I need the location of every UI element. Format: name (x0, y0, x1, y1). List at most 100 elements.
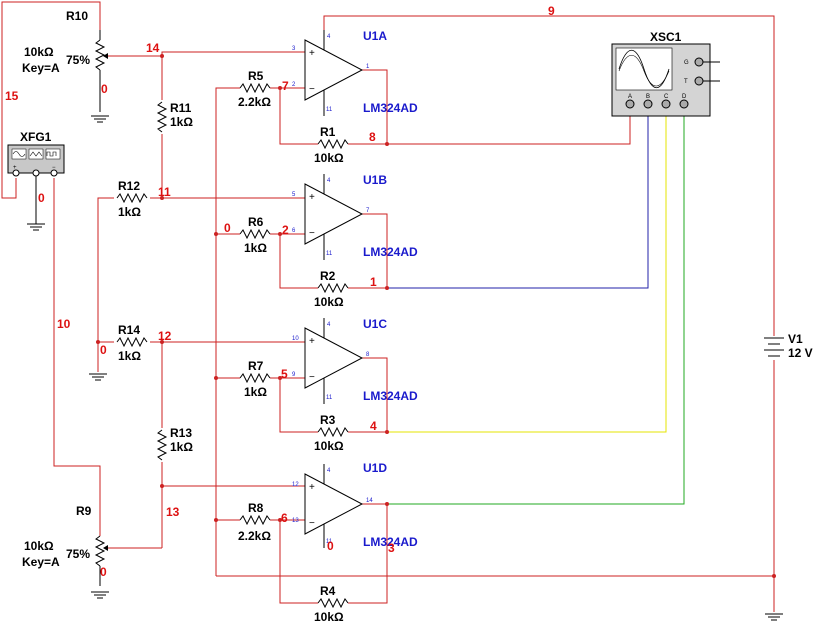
r11-name: R11 (170, 101, 192, 115)
potentiometer-r10[interactable]: R10 10kΩ Key=A 75% (22, 9, 108, 112)
u1a-name: U1A (363, 29, 387, 43)
opamp-u1c[interactable]: + − 10 9 8 4 11 U1C LM324AD (292, 317, 418, 404)
u1c-name: U1C (363, 317, 387, 331)
u1b-name: U1B (363, 173, 387, 187)
resistor-r1[interactable]: R1 10kΩ (314, 125, 349, 165)
net-label-0-u1d: 0 (327, 539, 334, 553)
xsc1-channel-c: C (664, 94, 669, 100)
u1a-pin-vee: 11 (326, 107, 333, 113)
resistor-r3[interactable]: R3 10kΩ (314, 413, 349, 453)
wires (1, 1, 775, 612)
wire-scope-b (387, 104, 649, 289)
net-label-6: 6 (281, 511, 288, 525)
r8-value: 2.2kΩ (238, 529, 271, 543)
battery-v1[interactable]: V1 12 V (764, 332, 813, 360)
opamp-u1a[interactable]: + − 3 2 1 4 11 U1A LM324AD (292, 29, 418, 116)
net-label-2: 2 (282, 223, 289, 237)
r9-percent: 75% (66, 547, 90, 561)
net-label-5: 5 (281, 367, 288, 381)
resistor-r13[interactable]: R13 1kΩ (157, 426, 193, 461)
wire-r12-r14-link (97, 197, 114, 343)
resistor-r12[interactable]: R12 1kΩ (116, 179, 148, 219)
resistor-r8[interactable]: R8 2.2kΩ (238, 501, 271, 543)
r1-value: 10kΩ (314, 151, 344, 165)
u1c-plus: + (309, 336, 315, 347)
net-label-13: 13 (166, 505, 180, 519)
r10-value: 10kΩ (24, 45, 54, 59)
u1d-name: U1D (363, 461, 387, 475)
net-label-0-r10: 0 (101, 82, 108, 96)
net-label-1: 1 (370, 275, 377, 289)
xsc1-channel-a: A (628, 94, 632, 100)
resistor-r14[interactable]: R14 1kΩ (116, 323, 148, 363)
net-label-0-bus: 0 (224, 221, 231, 235)
r4-value: 10kΩ (314, 610, 344, 624)
u1a-plus: + (309, 48, 315, 59)
r3-value: 10kΩ (314, 439, 344, 453)
xsc1-trigger-terminal: T (684, 79, 688, 85)
resistor-r2[interactable]: R2 10kΩ (314, 269, 349, 309)
u1b-pin-nin: 6 (292, 228, 296, 234)
wire-net-10 (53, 178, 101, 536)
net-label-7: 7 (282, 79, 289, 93)
r7-value: 1kΩ (244, 385, 267, 399)
ground-icon-xfg1 (26, 223, 46, 231)
net-label-0-xfg1: 0 (38, 191, 45, 205)
net-label-4: 4 (370, 419, 377, 433)
oscilloscope-xsc1[interactable]: XSC1 A B C D G T (611, 30, 720, 117)
function-generator-xfg1[interactable]: + − XFG1 (7, 130, 65, 177)
r14-name: R14 (118, 323, 140, 337)
u1d-minus: − (309, 518, 315, 529)
r5-name: R5 (248, 69, 264, 83)
wire-r2-left (279, 234, 318, 289)
wire-scope-d (387, 104, 685, 505)
u1b-pin-vcc: 4 (327, 178, 331, 184)
net-label-15: 15 (5, 89, 19, 103)
v1-value: 12 V (788, 346, 813, 360)
scope-sine-icon (618, 49, 670, 89)
xsc1-channel-b: B (646, 94, 650, 100)
r10-name: R10 (66, 9, 88, 23)
r2-name: R2 (320, 269, 336, 283)
r9-value: 10kΩ (24, 539, 54, 553)
wire-net-14 (108, 51, 305, 57)
u1b-pin-out: 7 (366, 208, 370, 214)
r4-name: R4 (320, 584, 336, 598)
resistor-r6[interactable]: R6 1kΩ (239, 215, 271, 255)
resistor-r5[interactable]: R5 2.2kΩ (238, 69, 271, 109)
potentiometer-r9[interactable]: R9 10kΩ Key=A 75% (22, 504, 108, 586)
resistor-r4[interactable]: R4 10kΩ (314, 584, 349, 624)
r10-key: Key=A (22, 61, 60, 75)
net-labels: 9 14 15 0 0 11 0 10 0 12 13 0 7 8 2 1 5 … (5, 4, 555, 579)
u1b-minus: − (309, 228, 315, 239)
xsc1-channel-d: D (682, 94, 687, 100)
ground-icon-r10 (90, 115, 110, 123)
ground-icon-r9 (90, 591, 110, 599)
u1b-pin-pin: 5 (292, 192, 296, 198)
r6-value: 1kΩ (244, 241, 267, 255)
wire-net-15 (1, 1, 101, 199)
u1c-pin-nin: 9 (292, 372, 296, 378)
xfg1-label: XFG1 (20, 130, 52, 144)
r3-name: R3 (320, 413, 336, 427)
resistor-r11[interactable]: R11 1kΩ (157, 101, 193, 133)
u1a-part: LM324AD (363, 101, 418, 115)
resistor-r7[interactable]: R7 1kΩ (239, 359, 271, 399)
u1c-pin-out: 8 (366, 352, 370, 358)
xfg1-terminal-plus: + (13, 165, 17, 171)
opamp-u1d[interactable]: + − 12 13 14 4 11 U1D LM324AD (292, 461, 418, 549)
net-label-12: 12 (158, 329, 172, 343)
u1d-plus: + (309, 482, 315, 493)
r5-value: 2.2kΩ (238, 95, 271, 109)
opamp-u1b[interactable]: + − 5 6 7 4 11 U1B LM324AD (292, 173, 418, 260)
r2-value: 10kΩ (314, 295, 344, 309)
r12-value: 1kΩ (118, 205, 141, 219)
u1a-pin-nin: 2 (292, 82, 296, 88)
sine-wave-icon (12, 151, 26, 157)
u1d-pin-vcc: 4 (327, 468, 331, 474)
r11-value: 1kΩ (170, 115, 193, 129)
ground-icon-left (88, 373, 108, 381)
u1a-pin-out: 1 (366, 64, 370, 70)
u1c-minus: − (309, 372, 315, 383)
